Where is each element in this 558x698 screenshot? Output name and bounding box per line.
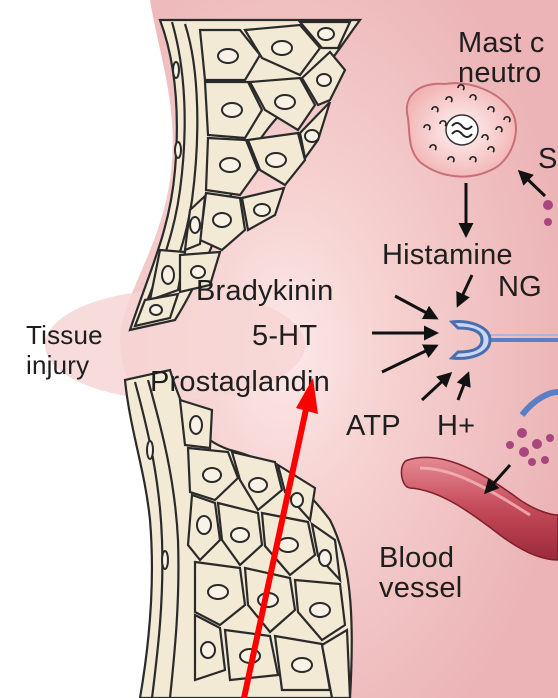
label-ngf-partial: NG [498, 271, 542, 303]
label-blood-vessel-line2: vessel [379, 572, 462, 604]
label-tissue-injury-line1: Tissue [26, 320, 103, 350]
label-blood-vessel-line1: Blood [379, 542, 454, 574]
label-atp: ATP [346, 410, 401, 442]
label-bradykinin: Bradykinin [196, 275, 333, 307]
label-tissue-injury-line2: injury [26, 350, 89, 380]
label-s-partial: S [538, 143, 558, 175]
label-mast-cell-line2: neutro [458, 57, 541, 89]
mast-cell [407, 83, 516, 176]
label-histamine: Histamine [382, 239, 513, 271]
mast-cell-nucleus [446, 115, 478, 145]
label-5ht: 5-HT [252, 320, 317, 352]
label-h-plus: H+ [437, 410, 475, 442]
label-prostaglandin: Prostaglandin [150, 366, 330, 398]
label-mast-cell-line1: Mast c [458, 27, 545, 59]
